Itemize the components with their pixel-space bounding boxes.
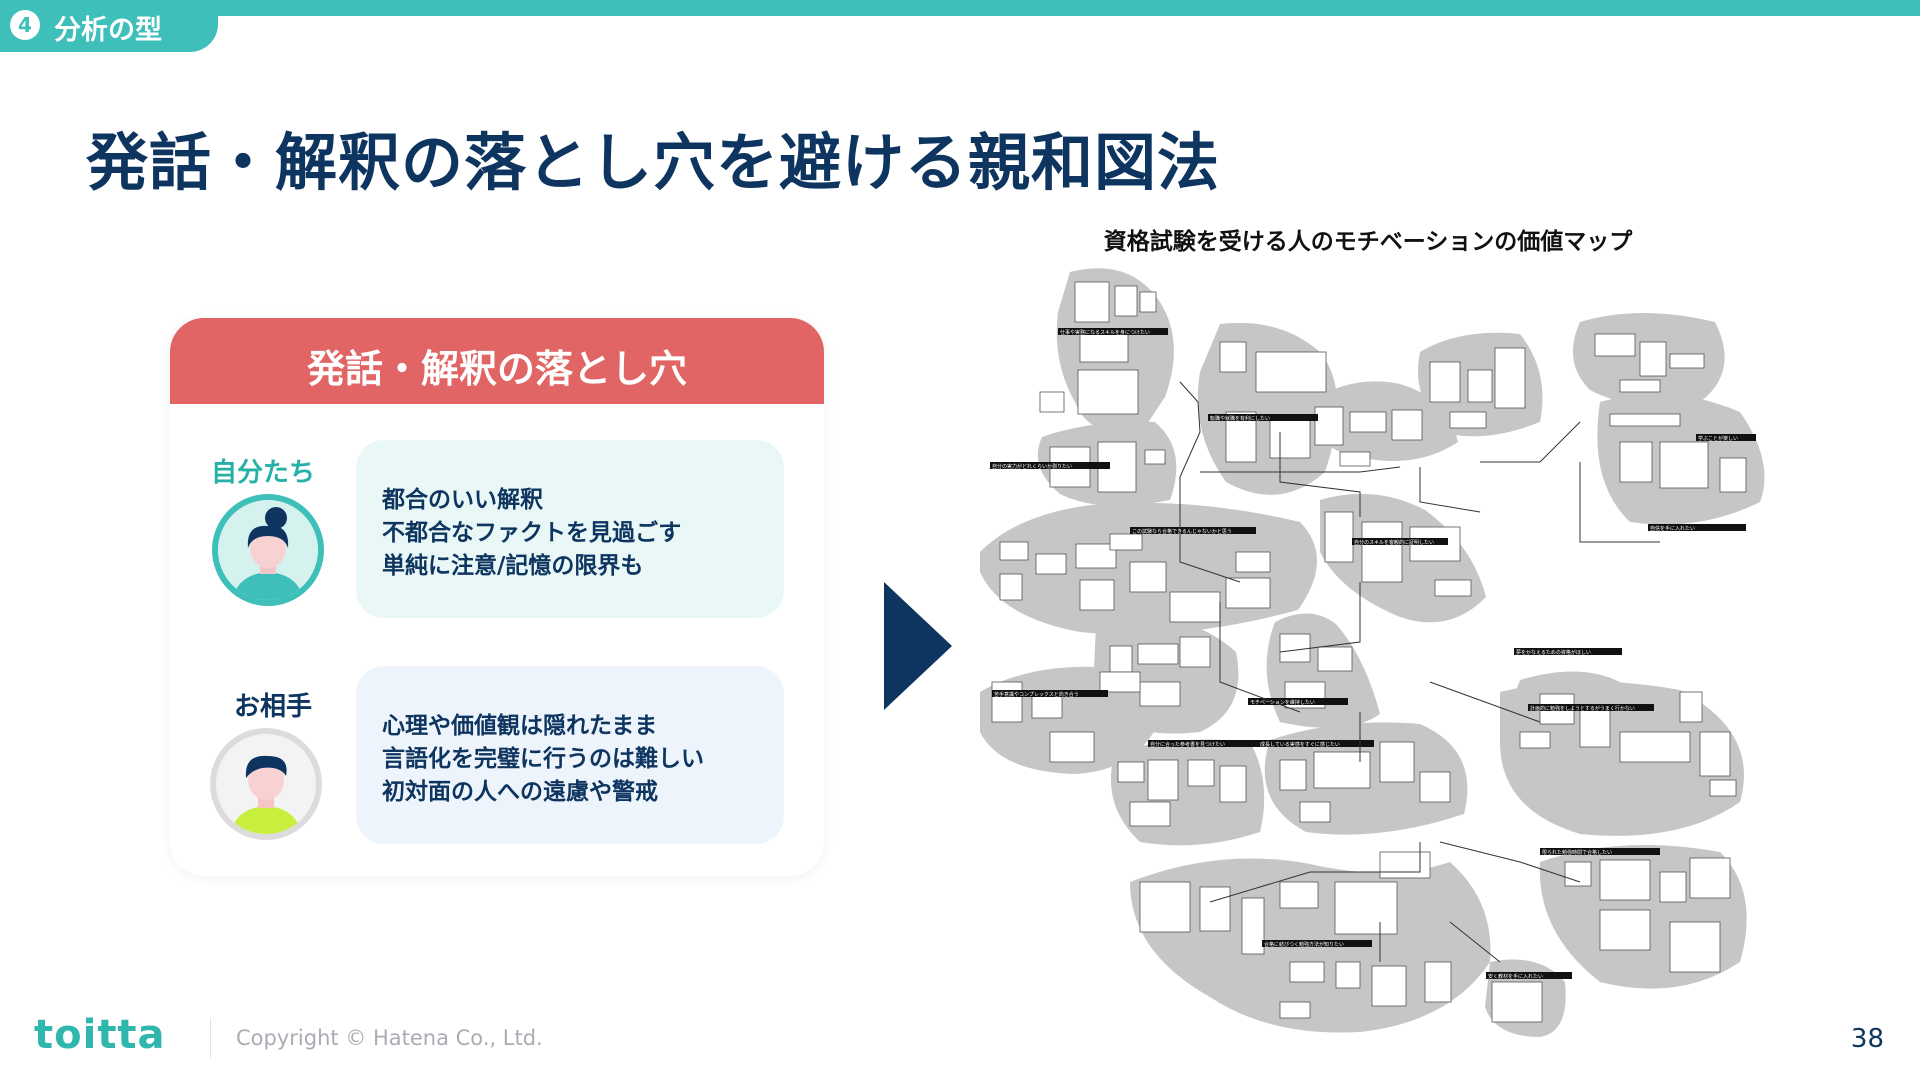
map-group-label-15: 合格に結びつく勉強方法が知りたい [1264, 941, 1344, 948]
self-line-3: 単純に注意/記憶の限界も [382, 553, 644, 579]
other-line-3: 初対面の人への遠慮や警戒 [382, 779, 658, 805]
section-tab: 4 分析の型 [0, 0, 218, 52]
other-label: お相手 [233, 692, 312, 722]
arrow-right-icon [884, 582, 952, 710]
self-line-2: 不都合なファクトを見過ごす [382, 520, 682, 546]
map-group-label-5: この試験なら合格できるんじゃないかと思う [1132, 528, 1232, 535]
map-group-label-1: 仕事や実務になるスキルを身につけたい [1060, 329, 1150, 336]
other-line-1: 心理や価値観は隠れたまま [382, 713, 658, 739]
map-group-label-4: 学ぶことが楽しい [1698, 435, 1738, 442]
card-header: 発話・解釈の落とし穴 [170, 318, 824, 404]
map-group-label-8: 苦手意識やコンプレックスと向き合う [994, 691, 1079, 698]
other-line-2: 言語化を完璧に行うのは難しい [382, 746, 704, 772]
section-label: 分析の型 [54, 15, 162, 46]
top-accent-bar [0, 0, 1920, 16]
map-group-label-7: 自信を手に入れたい [1650, 525, 1695, 532]
card-header-title: 発話・解釈の落とし穴 [306, 347, 687, 391]
map-title: 資格試験を受ける人のモチベーションの価値マップ [1103, 229, 1633, 255]
map-group-label-10: モチベーションを維持したい [1250, 699, 1315, 706]
map-group-label-9: 夢をかなえるための資格がほしい [1516, 649, 1591, 656]
map-group-label-13: 成長している実感をすぐに感じたい [1260, 741, 1340, 748]
map-group-label-6: 自分のスキルを客観的に証明したい [1354, 539, 1434, 546]
toitta-logo: toitta [34, 1012, 166, 1058]
other-bubble: 心理や価値観は隠れたまま 言語化を完璧に行うのは難しい 初対面の人への遠慮や警戒 [356, 666, 784, 844]
self-avatar-icon [212, 494, 324, 606]
page-number: 38 [1850, 1024, 1884, 1054]
map-group-label-14: 限られた勉強時間で合格したい [1542, 849, 1612, 856]
footer-copyright: Copyright © Hatena Co., Ltd. [236, 1026, 543, 1050]
self-line-1: 都合のいい解釈 [382, 487, 543, 513]
section-number-badge: 4 [10, 10, 40, 40]
self-label: 自分たち [210, 458, 315, 488]
map-group-label-11: 計画的に勉強をしようとするがうまく行かない [1530, 705, 1635, 712]
self-bubble: 都合のいい解釈 不都合なファクトを見過ごす 単純に注意/記憶の限界も [356, 440, 784, 618]
map-group-label-16: 安く教材を手に入れたい [1488, 973, 1543, 980]
other-avatar-icon [210, 728, 322, 840]
affinity-map: 仕事や実務になるスキルを身につけたい 自分の実力がどれくらいか測りたい 転職や就… [980, 268, 1765, 1037]
map-group-label-2: 自分の実力がどれくらいか測りたい [992, 463, 1072, 470]
map-group-label-12: 自分に合った参考書を見つけたい [1150, 741, 1225, 748]
map-group-label-3: 転職や就職を有利にしたい [1210, 415, 1270, 422]
footer-divider [210, 1018, 211, 1058]
page-title: 発話・解釈の落とし穴を避ける親和図法 [86, 126, 1221, 199]
